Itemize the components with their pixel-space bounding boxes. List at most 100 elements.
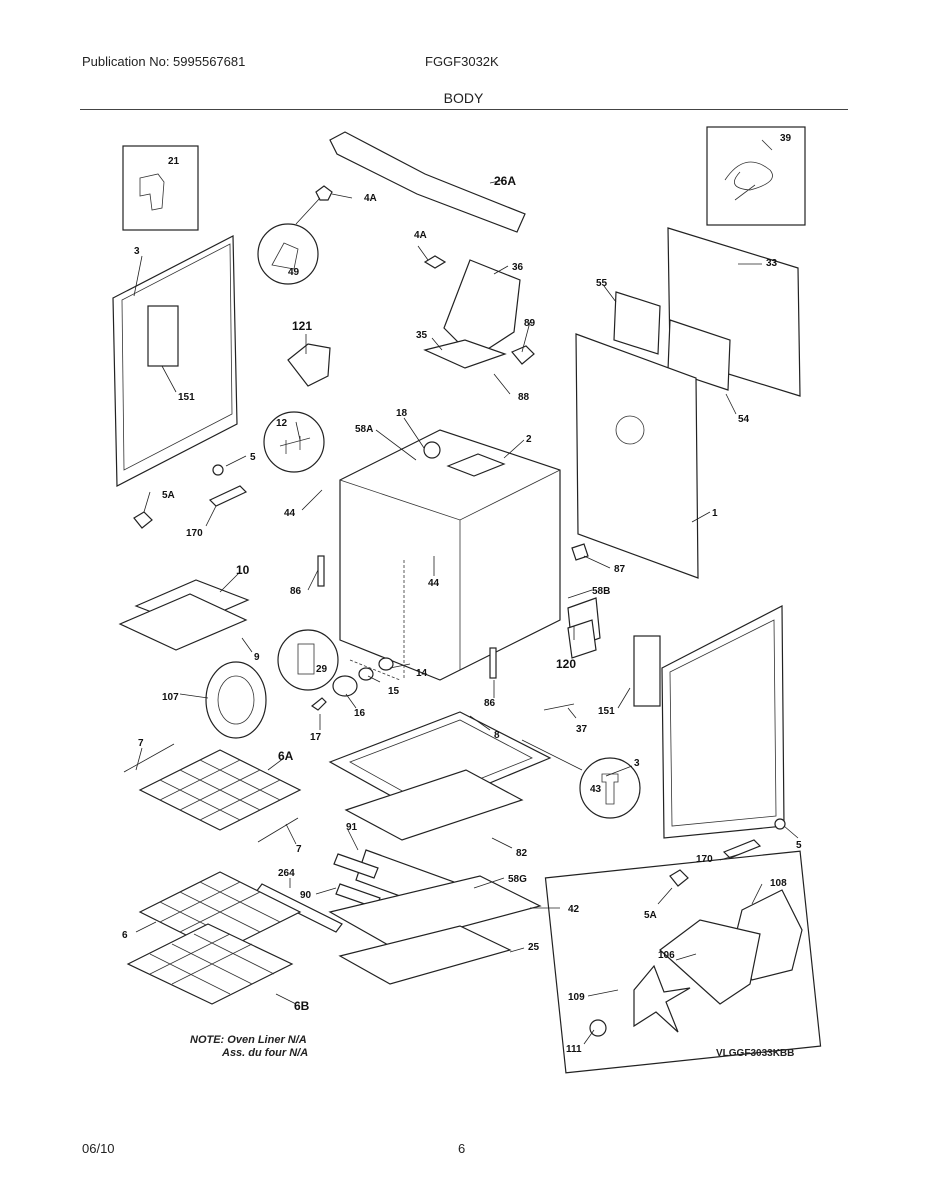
label-58G: 58G: [508, 874, 527, 885]
label-42: 42: [568, 904, 580, 915]
label-58A: 58A: [355, 424, 373, 435]
label-170-right: 170: [696, 854, 713, 865]
part-5A-right: [669, 869, 689, 887]
label-88: 88: [518, 392, 530, 403]
label-5A-right: 5A: [644, 910, 657, 921]
label-151-right: 151: [598, 706, 615, 717]
model-number: FGGF3032K: [425, 54, 499, 69]
label-7-bot: 7: [296, 844, 302, 855]
label-5A-left: 5A: [162, 490, 175, 501]
part-7-top: [123, 743, 175, 773]
footer-date: 06/10: [82, 1141, 115, 1156]
label-86-a: 86: [290, 586, 302, 597]
part-89: [511, 345, 535, 365]
label-35: 35: [416, 330, 428, 341]
part-1-hole: [615, 415, 645, 445]
label-37: 37: [576, 724, 588, 735]
label-91: 91: [346, 822, 358, 833]
part-151-right: [633, 635, 661, 707]
part-37: [543, 703, 575, 711]
label-14: 14: [416, 668, 428, 679]
part-5-left: [212, 464, 224, 476]
label-17: 17: [310, 732, 322, 743]
part-8-inner: [349, 719, 533, 803]
label-90: 90: [300, 890, 312, 901]
note-oven-liner-fr: Ass. du four N/A: [222, 1047, 309, 1059]
part-82: [344, 769, 524, 841]
label-49: 49: [288, 267, 300, 278]
label-9: 9: [254, 652, 260, 663]
part-87: [571, 543, 589, 561]
part-9: [118, 593, 248, 651]
label-1: 1: [712, 508, 718, 519]
label-87: 87: [614, 564, 626, 575]
part-3-left-inner: [121, 243, 233, 471]
label-12: 12: [276, 418, 288, 429]
label-7-top: 7: [138, 738, 144, 749]
part-3-right-inner: [669, 619, 777, 827]
part-49-callout: [257, 223, 319, 285]
part-170-right: [722, 839, 762, 859]
part-3-right-panel: [661, 605, 785, 839]
label-58B: 58B: [592, 586, 610, 597]
label-106: 106: [658, 950, 675, 961]
part-1-back-panel: [575, 333, 699, 579]
label-121: 121: [292, 319, 312, 333]
part-35: [423, 339, 507, 369]
part-42: [328, 875, 542, 947]
part-4A-top: [315, 185, 333, 201]
label-89: 89: [524, 318, 536, 329]
part-58A-cavity: [339, 429, 561, 681]
label-26A: 26A: [494, 174, 516, 188]
part-120: [567, 619, 597, 659]
label-5-left: 5: [250, 452, 256, 463]
part-6-grid: [159, 881, 281, 943]
label-108: 108: [770, 878, 787, 889]
label-44-b: 44: [428, 578, 440, 589]
label-55: 55: [596, 278, 608, 289]
label-120: 120: [556, 657, 576, 671]
part-86-a: [317, 555, 325, 587]
label-151-left: 151: [178, 392, 195, 403]
section-title: BODY: [443, 90, 484, 106]
part-109: [633, 964, 691, 1033]
label-6B: 6B: [294, 999, 310, 1013]
part-151-left: [147, 305, 179, 367]
part-36: [443, 259, 521, 359]
part-111: [589, 1019, 607, 1037]
label-43: 43: [590, 784, 602, 795]
part-39-box: [706, 126, 806, 226]
part-6B-rack: [126, 923, 294, 1005]
label-82: 82: [516, 848, 528, 859]
label-15: 15: [388, 686, 400, 697]
part-170-left: [208, 485, 248, 507]
part-5A-left: [133, 511, 153, 529]
part-15: [358, 667, 374, 681]
label-86-b: 86: [484, 698, 496, 709]
label-5-right: 5: [796, 840, 802, 851]
part-4A-mid: [423, 255, 447, 269]
label-4A-mid: 4A: [414, 230, 427, 241]
label-2: 2: [526, 434, 532, 445]
label-4A-top: 4A: [364, 193, 377, 204]
label-25: 25: [528, 942, 540, 953]
label-8: 8: [494, 730, 500, 741]
part-49-shape: [271, 242, 299, 270]
diagram-code: VLGGF3033KBB: [716, 1048, 795, 1059]
label-44-a: 44: [284, 508, 296, 519]
part-43-callout: [579, 757, 641, 819]
label-264: 264: [278, 868, 295, 879]
page-number: 6: [458, 1141, 466, 1156]
note-oven-liner: NOTE: Oven Liner N/A: [190, 1034, 307, 1046]
header-rule: [80, 109, 848, 110]
part-264: [255, 883, 343, 933]
part-25: [338, 925, 512, 985]
publication-number: Publication No: 5995567681: [82, 54, 246, 69]
part-107-inner: [217, 675, 255, 725]
part-17: [310, 697, 327, 711]
part-54: [667, 319, 731, 391]
part-18: [423, 441, 441, 459]
label-33: 33: [766, 258, 778, 269]
part-107: [205, 661, 267, 739]
